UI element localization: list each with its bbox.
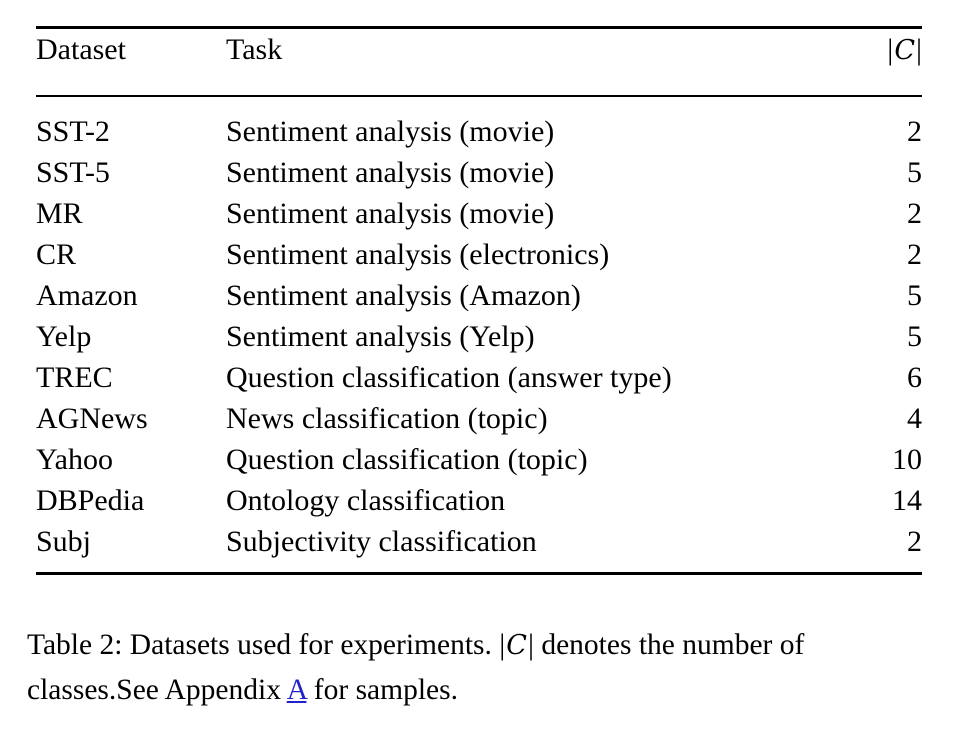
cell-task: Sentiment analysis (movie) — [226, 197, 555, 230]
table-row: Amazon Sentiment analysis (Amazon) 5 — [36, 275, 922, 316]
cell-class-count: 2 — [907, 197, 922, 230]
cell-class-count: 5 — [907, 279, 922, 312]
column-header-dataset: Dataset — [36, 33, 126, 66]
datasets-table-grid: Dataset Task |C| — [36, 29, 922, 95]
cell-class-count: 5 — [907, 156, 922, 189]
cell-class-count: 4 — [907, 402, 922, 435]
cell-dataset: MR — [36, 197, 83, 230]
cell-task: News classification (topic) — [226, 402, 548, 435]
cell-class-count: 5 — [907, 320, 922, 353]
table-row: TREC Question classification (answer type… — [36, 357, 922, 398]
cell-dataset: CR — [36, 238, 77, 271]
table-row: Yahoo Question classification (topic) 10 — [36, 439, 922, 480]
cell-dataset: DBPedia — [36, 484, 145, 517]
column-header-class-count: |C| — [786, 29, 922, 95]
caption-text-before: Datasets used for experiments. — [122, 629, 500, 661]
body-bottom-padding — [36, 562, 922, 572]
cell-class-count: 10 — [892, 443, 922, 476]
cell-task: Sentiment analysis (movie) — [226, 115, 555, 148]
caption-class-symbol: |C| — [499, 628, 534, 661]
cell-task: Question classification (topic) — [226, 443, 588, 476]
caption-vertical-bar-right: | — [527, 628, 534, 661]
cell-class-count: 2 — [907, 238, 922, 271]
calligraphic-c-symbol: C — [894, 35, 915, 66]
table-top-rule — [36, 26, 922, 29]
table-row: Yelp Sentiment analysis (Yelp) 5 — [36, 316, 922, 357]
table-caption: Table 2: Datasets used for experiments. … — [27, 622, 937, 713]
cell-class-count: 14 — [892, 484, 922, 517]
cell-dataset: Yelp — [36, 320, 92, 353]
cell-task: Sentiment analysis (Amazon) — [226, 279, 581, 312]
cell-dataset: Yahoo — [36, 443, 113, 476]
caption-calligraphic-c-symbol: C — [506, 630, 527, 661]
cell-task: Sentiment analysis (Yelp) — [226, 320, 535, 353]
cell-class-count: 6 — [907, 361, 922, 394]
table-row: Subj Subjectivity classification 2 — [36, 521, 922, 562]
cell-class-count: 2 — [907, 525, 922, 558]
caption-label: Table 2: — [27, 629, 123, 661]
table-row: SST-2 Sentiment analysis (movie) 2 — [36, 111, 922, 152]
cell-task: Ontology classification — [226, 484, 506, 517]
cell-task: Subjectivity classification — [226, 525, 537, 558]
cell-dataset: Amazon — [36, 279, 138, 312]
appendix-a-link[interactable]: A — [286, 674, 307, 706]
table-row: MR Sentiment analysis (movie) 2 — [36, 193, 922, 234]
cell-dataset: TREC — [36, 361, 113, 394]
vertical-bar-right: | — [915, 33, 922, 66]
cell-task: Sentiment analysis (movie) — [226, 156, 555, 189]
table-mid-rule — [36, 95, 922, 97]
cell-task: Sentiment analysis (electronics) — [226, 238, 610, 271]
table-row: DBPedia Ontology classification 14 — [36, 480, 922, 521]
table-row: SST-5 Sentiment analysis (movie) 5 — [36, 152, 922, 193]
caption-text-after: denotes the number of classes.See Append… — [27, 629, 805, 706]
table-row: AGNews News classification (topic) 4 — [36, 398, 922, 439]
cell-class-count: 2 — [907, 115, 922, 148]
column-header-task: Task — [226, 33, 283, 66]
table-header-row: Dataset Task |C| — [36, 29, 922, 95]
cell-task: Question classification (answer type) — [226, 361, 672, 394]
table-bottom-rule — [36, 572, 922, 575]
vertical-bar-left: | — [887, 33, 894, 66]
cell-dataset: SST-2 — [36, 115, 110, 148]
cell-dataset: Subj — [36, 525, 92, 558]
cell-dataset: SST-5 — [36, 156, 110, 189]
table-row: CR Sentiment analysis (electronics) 2 — [36, 234, 922, 275]
cell-dataset: AGNews — [36, 402, 148, 435]
caption-text-tail: for samples. — [306, 674, 458, 706]
caption-vertical-bar-left: | — [499, 628, 506, 661]
body-top-padding — [36, 97, 922, 111]
